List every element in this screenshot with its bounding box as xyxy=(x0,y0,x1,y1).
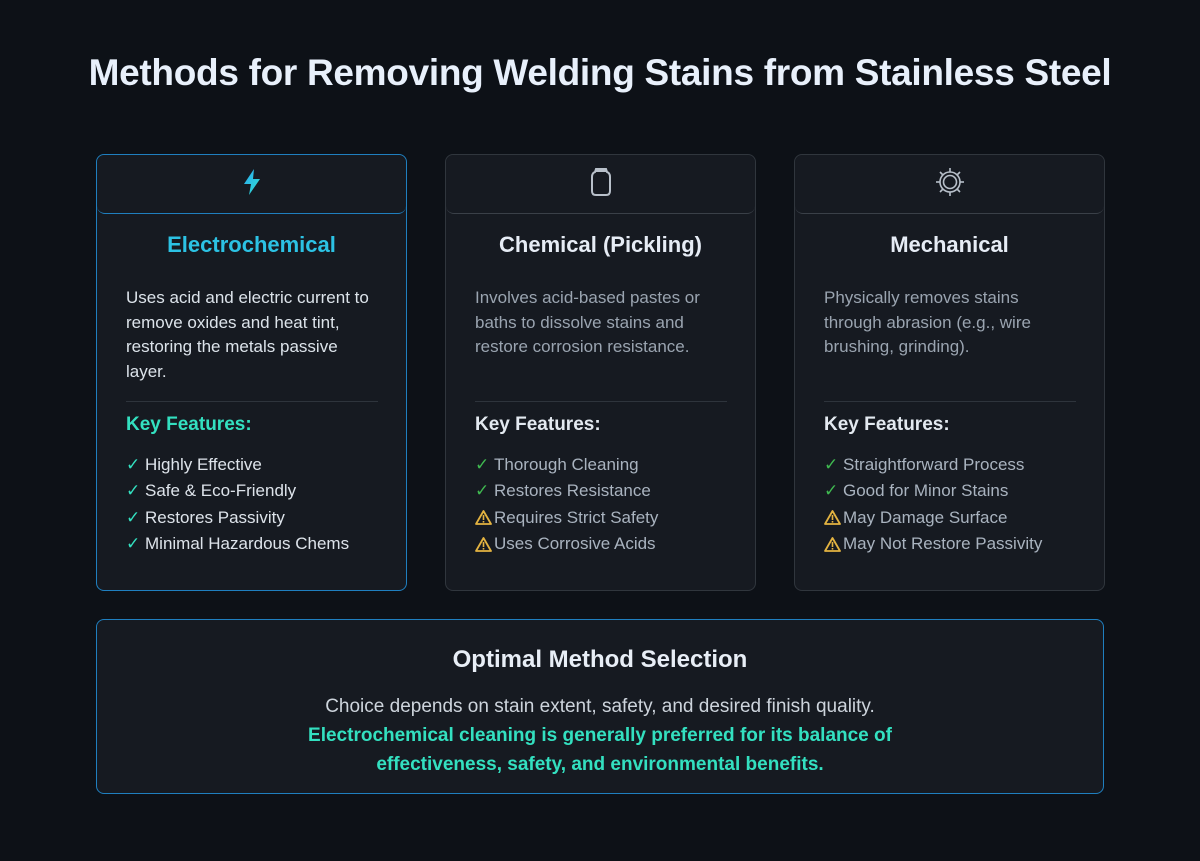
card-description: Involves acid-based pastes or baths to d… xyxy=(475,288,700,356)
feature-text: May Damage Surface xyxy=(843,507,1008,527)
divider xyxy=(475,401,727,402)
key-features-heading: Key Features: xyxy=(824,414,950,435)
feature-text: Requires Strict Safety xyxy=(494,507,659,527)
feature-item: Requires Strict Safety xyxy=(475,505,726,531)
feature-item: ✓Restores Passivity xyxy=(126,505,377,531)
check-icon: ✓ xyxy=(126,455,141,474)
check-icon: ✓ xyxy=(475,455,490,474)
warning-icon xyxy=(475,536,494,552)
summary-panel: Optimal Method Selection Choice depends … xyxy=(96,619,1104,794)
card-header xyxy=(97,155,406,214)
summary-title: Optimal Method Selection xyxy=(452,646,748,673)
check-icon: ✓ xyxy=(475,481,490,501)
page-title: Methods for Removing Welding Stains from… xyxy=(88,52,1112,93)
card-title: Chemical (Pickling) xyxy=(499,232,702,257)
feature-item: ✓Safe & Eco-Friendly xyxy=(126,478,377,504)
warning-icon xyxy=(824,510,843,526)
feature-list: ✓Highly Effective ✓Safe & Eco-Friendly ✓… xyxy=(126,452,377,557)
feature-item: ✓Thorough Cleaning xyxy=(475,452,726,478)
feature-text: Thorough Cleaning xyxy=(494,455,639,474)
feature-list: ✓Thorough Cleaning ✓Restores Resistance … xyxy=(475,452,726,557)
divider xyxy=(126,401,378,402)
feature-text: May Not Restore Passivity xyxy=(843,533,1043,553)
method-cards: Electrochemical Uses acid and electric c… xyxy=(96,154,1105,591)
feature-item: Uses Corrosive Acids xyxy=(475,531,726,557)
card-description: Physically removes stains through abrasi… xyxy=(824,288,1031,356)
card-header xyxy=(795,155,1104,214)
check-icon: ✓ xyxy=(126,533,141,553)
warning-icon xyxy=(475,510,494,526)
check-icon: ✓ xyxy=(126,507,141,527)
check-icon: ✓ xyxy=(824,481,839,501)
summary-text: Choice depends on stain extent, safety, … xyxy=(325,696,875,717)
feature-text: Uses Corrosive Acids xyxy=(494,533,656,553)
feature-item: ✓Straightforward Process xyxy=(824,452,1075,478)
container-icon xyxy=(590,167,612,202)
card-title: Electrochemical xyxy=(167,232,336,257)
feature-item: ✓Highly Effective xyxy=(126,452,377,478)
key-features-heading: Key Features: xyxy=(475,414,601,435)
key-features-heading: Key Features: xyxy=(126,414,252,435)
divider xyxy=(824,401,1076,402)
check-icon: ✓ xyxy=(126,481,141,501)
feature-item: ✓Restores Resistance xyxy=(475,478,726,504)
warning-icon xyxy=(824,536,843,552)
feature-item: May Damage Surface xyxy=(824,505,1075,531)
feature-text: Restores Resistance xyxy=(494,481,651,501)
feature-item: May Not Restore Passivity xyxy=(824,531,1075,557)
card-electrochemical: Electrochemical Uses acid and electric c… xyxy=(96,154,407,591)
card-mechanical: Mechanical Physically removes stains thr… xyxy=(794,154,1105,591)
summary-highlight: Electrochemical cleaning is generally pr… xyxy=(308,725,892,775)
feature-item: ✓Minimal Hazardous Chems xyxy=(126,531,377,557)
feature-text: Safe & Eco-Friendly xyxy=(145,481,297,501)
feature-text: Straightforward Process xyxy=(843,455,1025,474)
card-title: Mechanical xyxy=(890,232,1009,257)
feature-list: ✓Straightforward Process ✓Good for Minor… xyxy=(824,452,1075,557)
card-description: Uses acid and electric current to remove… xyxy=(126,288,369,381)
feature-text: Good for Minor Stains xyxy=(843,481,1009,501)
check-icon: ✓ xyxy=(824,455,839,474)
feature-text: Minimal Hazardous Chems xyxy=(145,533,350,553)
card-header xyxy=(446,155,755,214)
feature-text: Restores Passivity xyxy=(145,507,285,527)
lightning-bolt-icon xyxy=(241,168,263,201)
feature-text: Highly Effective xyxy=(145,455,262,474)
feature-item: ✓Good for Minor Stains xyxy=(824,478,1075,504)
card-chemical-pickling: Chemical (Pickling) Involves acid-based … xyxy=(445,154,756,591)
gear-wheel-icon xyxy=(935,167,965,202)
